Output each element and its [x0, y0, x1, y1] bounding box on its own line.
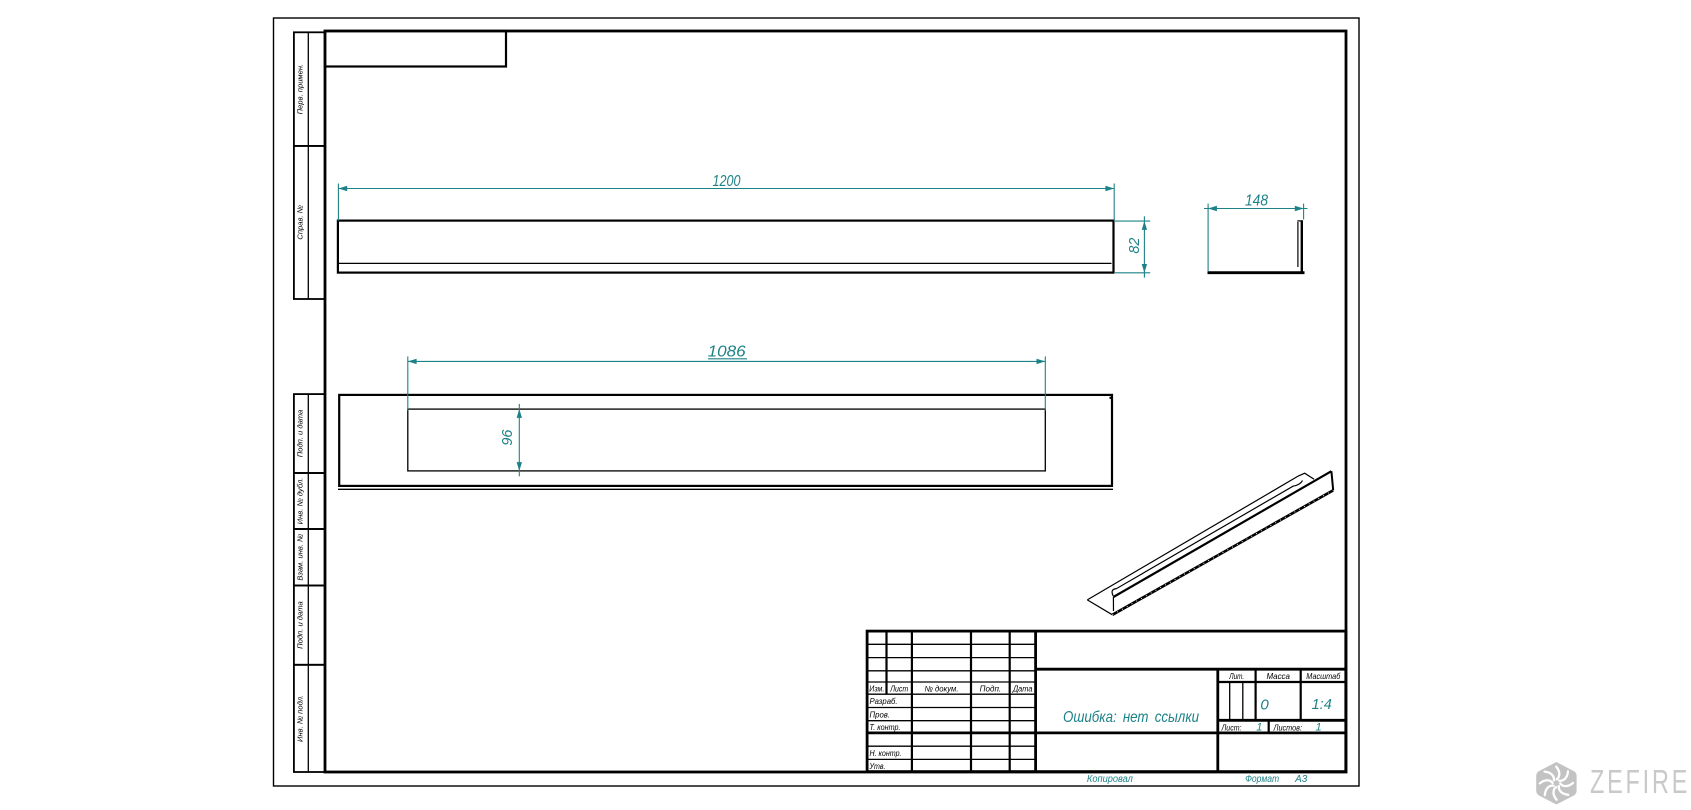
svg-text:Изм.: Изм. — [869, 684, 884, 693]
svg-text:1: 1 — [1316, 722, 1322, 734]
svg-text:96: 96 — [499, 429, 516, 446]
svg-text:1:4: 1:4 — [1312, 697, 1332, 713]
svg-text:Масса: Масса — [1266, 672, 1290, 681]
svg-text:А3: А3 — [1294, 774, 1308, 785]
svg-text:Инв. № дубл.: Инв. № дубл. — [295, 478, 304, 525]
svg-text:Справ. №: Справ. № — [295, 205, 304, 240]
svg-text:Ошибка: нет ссылки: Ошибка: нет ссылки — [1063, 709, 1199, 726]
svg-text:Взам. инв. №: Взам. инв. № — [295, 534, 304, 581]
svg-text:1086: 1086 — [708, 344, 746, 361]
svg-text:0: 0 — [1260, 696, 1269, 713]
svg-text:Подп. и дата: Подп. и дата — [295, 410, 304, 458]
svg-text:Подп. и дата: Подп. и дата — [295, 601, 304, 649]
svg-text:82: 82 — [1126, 237, 1143, 254]
svg-text:Лит.: Лит. — [1228, 672, 1244, 681]
svg-text:Дата: Дата — [1012, 684, 1033, 693]
svg-text:Перв. примен.: Перв. примен. — [295, 64, 304, 114]
svg-text:1200: 1200 — [713, 173, 741, 190]
svg-text:Пров.: Пров. — [870, 710, 891, 719]
svg-text:Масштаб: Масштаб — [1306, 672, 1340, 681]
svg-text:Н. контр.: Н. контр. — [870, 749, 902, 758]
svg-text:Разраб.: Разраб. — [870, 697, 898, 706]
svg-text:Копировал: Копировал — [1087, 774, 1133, 785]
svg-text:148: 148 — [1245, 193, 1268, 210]
svg-text:Лист: Лист — [889, 684, 908, 693]
svg-text:№ докум.: № докум. — [925, 684, 959, 693]
svg-text:Лист:: Лист: — [1221, 724, 1242, 733]
svg-text:ZEFIRE: ZEFIRE — [1590, 764, 1690, 801]
svg-text:Формат: Формат — [1245, 774, 1279, 785]
svg-text:Т. контр.: Т. контр. — [870, 723, 901, 732]
svg-text:Подп.: Подп. — [980, 684, 1002, 693]
svg-text:Листов:: Листов: — [1273, 724, 1302, 733]
svg-text:Утв.: Утв. — [869, 762, 886, 771]
svg-text:Инв. № подл.: Инв. № подл. — [295, 695, 304, 742]
svg-text:1: 1 — [1256, 722, 1262, 734]
